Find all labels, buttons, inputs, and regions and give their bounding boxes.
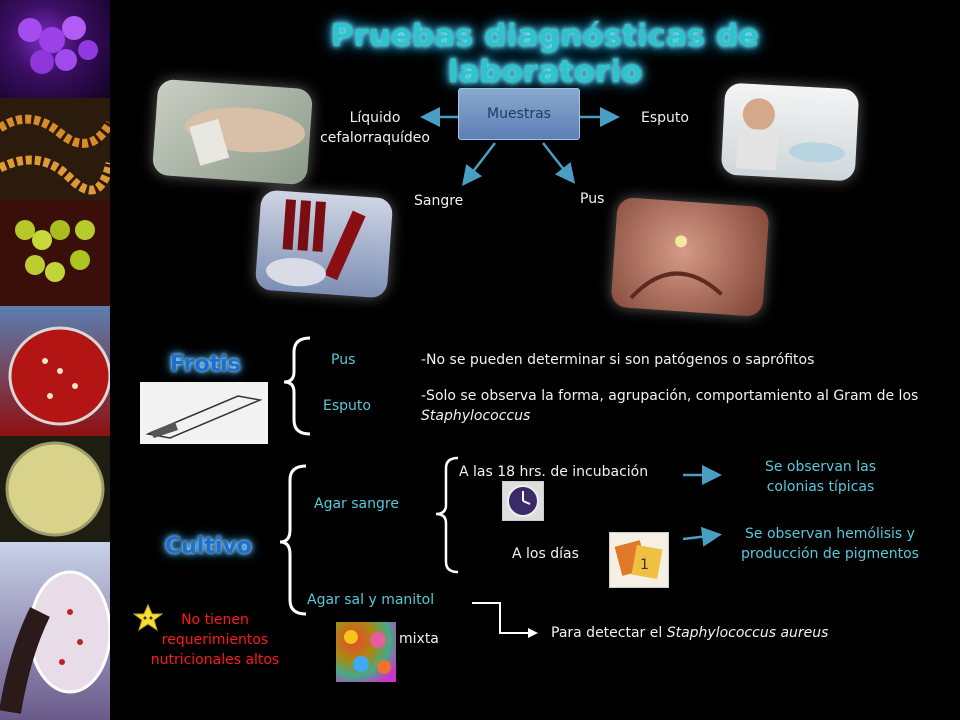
agar-sal-manitol-label: Agar sal y manitol — [307, 592, 435, 608]
brace-icon — [435, 456, 459, 574]
mixta-label: mixta — [399, 631, 439, 647]
sputum-sample-image — [720, 82, 860, 182]
frotis-item-pus: Pus — [331, 352, 356, 368]
muestras-box: Muestras — [458, 88, 580, 140]
colorful-mix-image — [336, 622, 396, 682]
brace-icon — [283, 336, 311, 436]
bacteria-image-orange — [0, 98, 110, 200]
calendar-icon: 1 — [609, 532, 669, 588]
arrow-icon — [472, 602, 530, 634]
arrow-icon — [542, 142, 576, 184]
frotis-heading: Frotis — [170, 352, 241, 377]
agar-sangre-label: Agar sangre — [314, 496, 399, 512]
detect-text: Para detectar el Staphylococcus aureus — [551, 625, 829, 641]
petri-dish-yellow-image — [0, 436, 110, 542]
blood-tubes-image — [254, 189, 394, 299]
petri-dish-red-image — [0, 306, 110, 436]
liquido-label: Líquido cefalorraquídeo — [320, 110, 430, 146]
sangre-label: Sangre — [414, 193, 464, 209]
arrow-icon — [461, 142, 496, 186]
clock-icon — [502, 481, 544, 521]
slide-smear-image — [140, 382, 268, 444]
bacteria-image-purple — [0, 0, 110, 98]
frotis-note-1: -No se pueden determinar si son patógeno… — [421, 352, 815, 368]
brace-icon — [279, 464, 307, 616]
nutrition-note: No tienen requerimientos nutricionales a… — [150, 612, 280, 668]
incubacion-label: A las 18 hrs. de incubación — [459, 464, 649, 480]
staphylococcus-text: Staphylococcus — [421, 408, 531, 424]
page-title: Pruebas diagnósticas de laboratorio — [330, 18, 760, 90]
lumbar-puncture-image — [151, 78, 314, 186]
star-icon — [132, 603, 164, 633]
petri-dishes-hand-image — [0, 542, 110, 720]
muestras-label: Muestras — [487, 106, 551, 122]
pus-label: Pus — [580, 191, 605, 207]
result-colonias: Se observan las colonias típicas — [764, 459, 876, 495]
frotis-note-2: -Solo se observa la forma, agrupación, c… — [421, 388, 919, 424]
pus-abscess-image — [610, 196, 770, 318]
bacteria-image-green — [0, 200, 110, 306]
cultivo-heading: Cultivo — [165, 534, 252, 559]
frotis-item-esputo: Esputo — [323, 398, 371, 414]
result-hemolisis: Se observan hemólisis y producción de pi… — [741, 526, 919, 562]
arrow-icon — [682, 526, 722, 547]
svg-text:1: 1 — [640, 557, 649, 573]
esputo-label: Esputo — [641, 110, 689, 126]
dias-label: A los días — [512, 546, 579, 562]
staphylococcus-aureus-text: Staphylococcus aureus — [666, 625, 829, 641]
